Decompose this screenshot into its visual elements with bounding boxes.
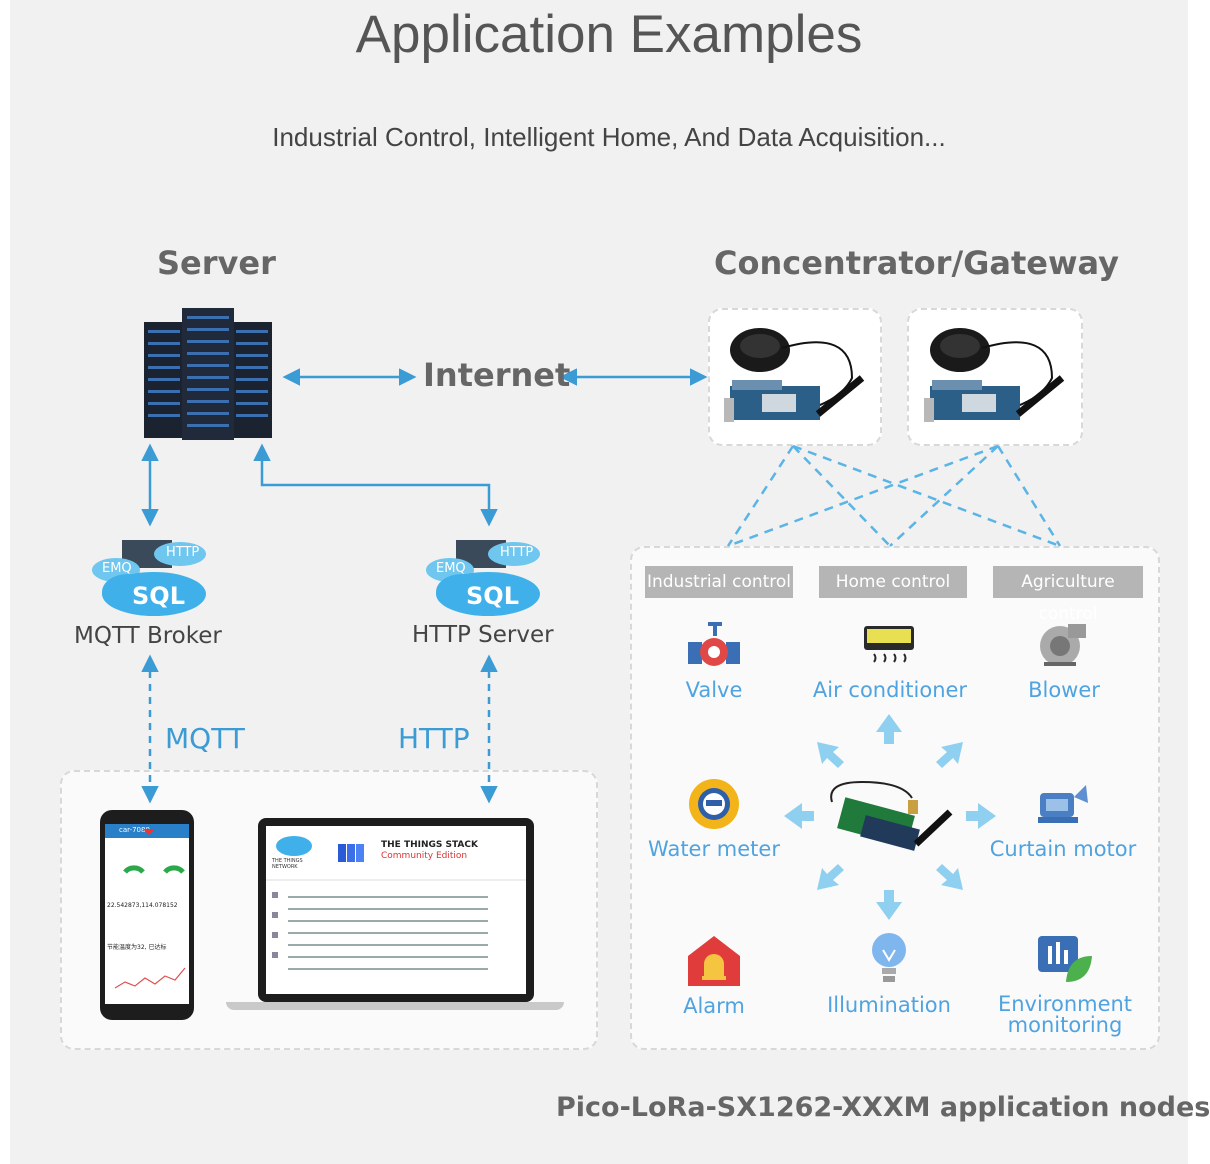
ttn-logo-text: THE THINGS NETWORK xyxy=(272,858,303,870)
air-conditioner-label: Air conditioner xyxy=(812,678,968,702)
mqtt-protocol-label: MQTT xyxy=(165,722,245,755)
internet-label: Internet xyxy=(423,356,571,394)
tts-brand: THE THINGS STACK xyxy=(381,840,478,850)
phone-coordinates: 22.542873,114.078152 xyxy=(107,902,178,909)
tag-industrial-control: Industrial control xyxy=(645,566,793,598)
tag-home-control: Home control xyxy=(819,566,967,598)
pico-lora-module xyxy=(822,778,958,870)
gateway-dashed-links xyxy=(726,444,1062,548)
server-rack-icon xyxy=(144,308,272,440)
page-subtitle: Industrial Control, Intelligent Home, An… xyxy=(272,122,946,152)
blower-label: Blower xyxy=(1028,678,1100,702)
tag-agriculture-control: Agriculture control xyxy=(993,566,1143,624)
http-cloud-label: HTTP xyxy=(166,545,200,560)
gateway-device-2 xyxy=(922,318,1072,428)
radiating-arrows xyxy=(784,714,996,920)
tts-edition: Community Edition xyxy=(381,851,468,861)
http-cloud-icon: EMQ HTTP SQL xyxy=(422,538,548,620)
environment-label: Environment monitoring xyxy=(990,994,1140,1036)
phone-app: car-7080 22.542873,114.078152 节能温度为32, 已… xyxy=(100,810,194,1020)
curtain-motor-label: Curtain motor xyxy=(989,837,1137,861)
environment-label-line1: Environment xyxy=(997,992,1133,1016)
gateway-box-1 xyxy=(708,308,882,446)
http-server-label: HTTP Server xyxy=(412,622,554,648)
alarm-label: Alarm xyxy=(683,994,745,1018)
footer-caption: Pico-LoRa-SX1262-XXXM application nodes xyxy=(556,1092,1210,1123)
emq-label: EMQ xyxy=(436,561,466,576)
sql-label: SQL xyxy=(466,582,519,610)
emq-label: EMQ xyxy=(102,561,132,576)
laptop-app: THE THINGS NETWORK THE THINGS STACK Comm… xyxy=(226,818,564,1012)
sql-label: SQL xyxy=(132,582,185,610)
gateway-box-2 xyxy=(907,308,1083,446)
http-cloud-label: HTTP xyxy=(500,545,534,560)
gateway-label: Concentrator/Gateway xyxy=(714,244,1120,282)
server-label: Server xyxy=(157,244,276,282)
gateway-device-1 xyxy=(722,318,872,428)
illumination-label: Illumination xyxy=(827,993,951,1017)
mqtt-cloud-icon: EMQ HTTP SQL xyxy=(88,538,214,620)
water-meter-label: Water meter xyxy=(648,837,780,861)
mqtt-broker-label: MQTT Broker xyxy=(74,623,222,649)
phone-title: car-7080 xyxy=(119,826,150,834)
environment-label-line2: monitoring xyxy=(1007,1013,1123,1037)
http-protocol-label: HTTP xyxy=(398,722,470,755)
server-http-arrow xyxy=(253,443,498,527)
phone-text: 节能温度为32, 已达标 xyxy=(107,944,167,951)
page-title: Application Examples xyxy=(355,5,863,64)
valve-label: Valve xyxy=(685,678,743,702)
